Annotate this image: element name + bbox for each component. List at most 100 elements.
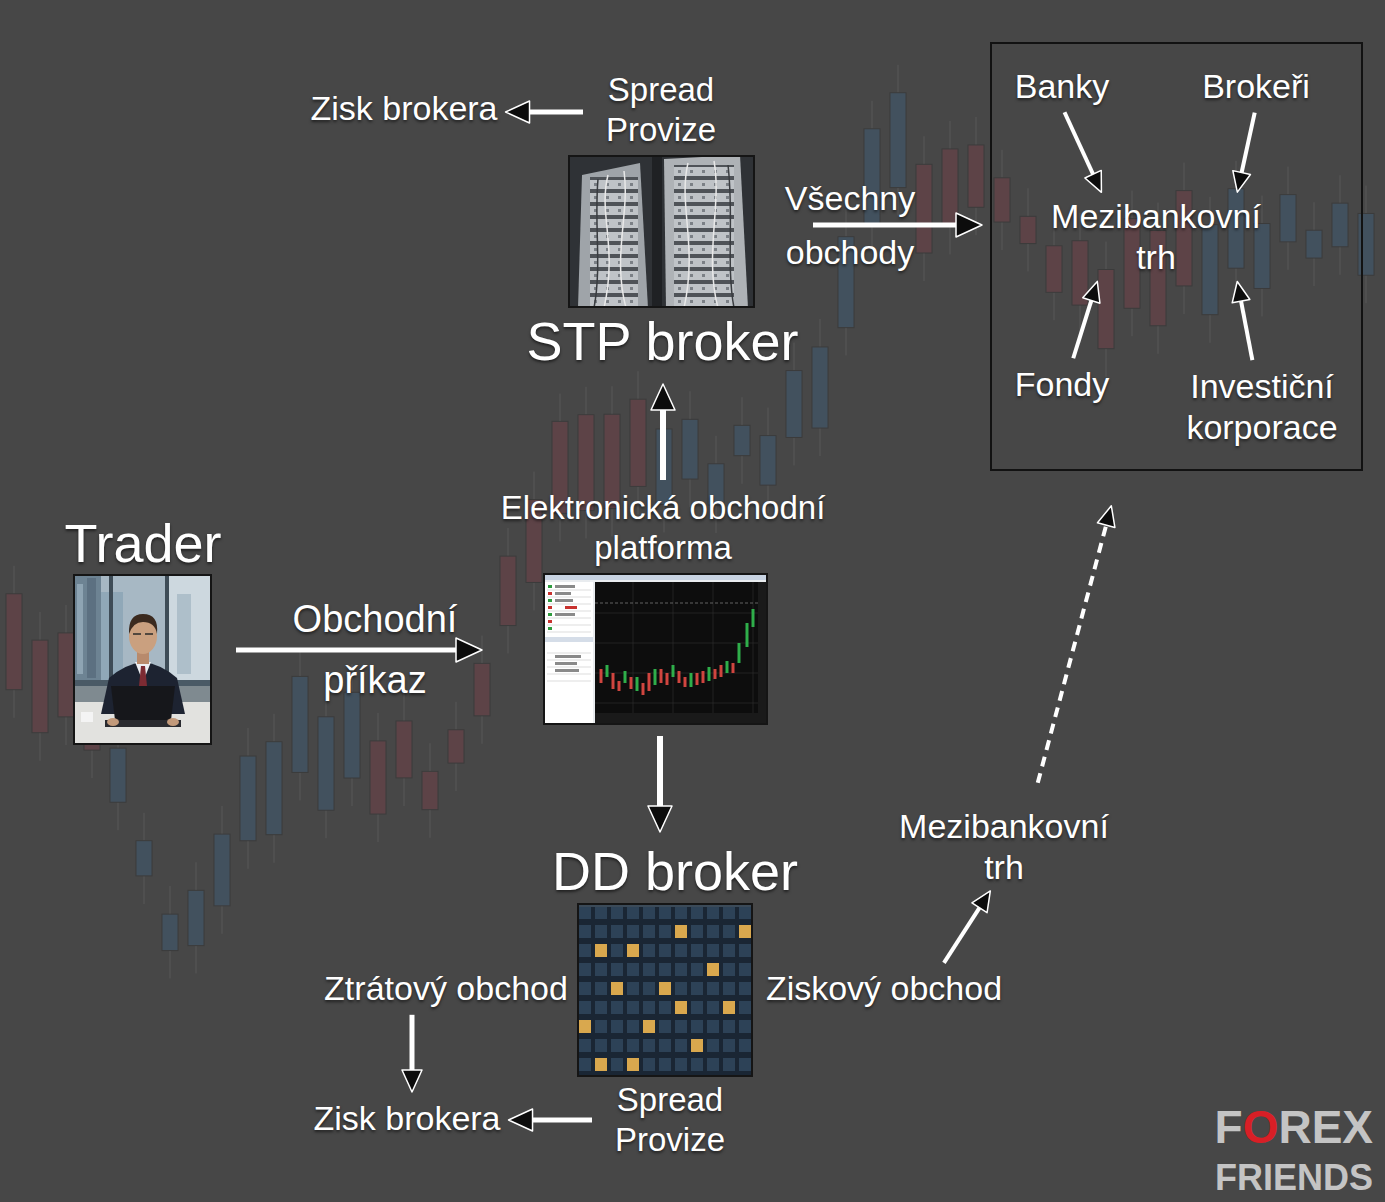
image-frame [73, 574, 212, 745]
candle-body [370, 741, 386, 814]
arrow-head [956, 213, 982, 237]
node-text: STP broker [520, 310, 805, 372]
arrow-shaft [660, 408, 666, 480]
arrow-head [1085, 170, 1102, 192]
arrow-shaft [410, 1015, 415, 1072]
node-text: Trader [58, 512, 228, 574]
candle-body [500, 556, 516, 625]
text-node: Ziskový obchod [766, 968, 1002, 1009]
candle-body [682, 419, 698, 479]
connector-arrow [1065, 112, 1102, 192]
server-rack-photo [568, 155, 755, 308]
candle-body [1358, 213, 1374, 275]
candle-body [890, 93, 906, 188]
text-node: Fondy [1015, 364, 1110, 405]
candle-body [240, 756, 256, 841]
connector-arrow [1038, 506, 1115, 783]
arrow-head [1233, 171, 1251, 192]
connector-arrow [651, 384, 675, 480]
trading-platform-screenshot [543, 573, 768, 725]
arrow-shaft [657, 736, 663, 808]
arrow-head [648, 806, 672, 832]
node-text: Mezibankovní trh [889, 806, 1119, 888]
candle-body [474, 663, 490, 715]
candle-body [344, 692, 360, 778]
market-box: Banky BrokeřiMezibankovní trhFondy Investi… [990, 42, 1363, 471]
arrow-head [506, 101, 530, 123]
candle-body [630, 399, 646, 486]
arrow-head [1097, 506, 1114, 528]
connector-arrow [1073, 281, 1100, 358]
candle-body [968, 145, 984, 207]
office-building-photo [577, 903, 753, 1077]
candle-body [266, 742, 282, 835]
candle-body [58, 633, 74, 717]
node-text: Ztrátový obchod [324, 968, 568, 1009]
image-frame [577, 903, 753, 1077]
candle-body [1020, 216, 1036, 243]
candle-body [292, 676, 308, 772]
candle-body [786, 371, 802, 438]
candle-body [214, 834, 230, 906]
image-frame [568, 155, 755, 308]
candle-body [188, 890, 204, 945]
text-node: Mezibankovní trh [1041, 196, 1271, 278]
candle-body [1280, 195, 1296, 242]
node-text: Elektronická obchodní platforma [490, 488, 836, 567]
candle-body [6, 594, 22, 690]
connector-arrow [509, 1109, 592, 1131]
watermark-box: FOREX [1215, 1104, 1373, 1150]
candle-body [812, 347, 828, 428]
candle-body [1202, 225, 1218, 315]
connector-arrow [1232, 282, 1252, 361]
candle-body [1306, 230, 1322, 258]
arrow-head [651, 384, 675, 410]
text-node: Mezibankovní trh [889, 806, 1119, 888]
connector-arrow [236, 638, 482, 662]
image-node: Trader [58, 512, 228, 748]
image-node: STP broker [520, 152, 805, 376]
arrow-shaft [528, 110, 583, 115]
text-node: Spread Provize [591, 70, 731, 149]
arrow-shaft [1065, 112, 1094, 176]
edge-label-box: Všechny obchody [775, 171, 925, 280]
node-text: Investiční korporace [1177, 366, 1347, 448]
candle-body [734, 425, 750, 455]
arrow-head [972, 891, 990, 913]
image-frame [543, 573, 768, 725]
arrow-head [1232, 282, 1250, 303]
arrow-head [509, 1109, 533, 1131]
watermark-text: FOREX [1215, 1104, 1373, 1150]
candle-body [760, 436, 776, 486]
image-node: DD broker [535, 840, 815, 1080]
text-node: Brokeři [1202, 66, 1310, 107]
edge-label: Všechny obchody [775, 171, 925, 280]
node-text: DD broker [535, 840, 815, 902]
watermark-box: FRIENDS [1215, 1160, 1373, 1196]
text-node: Banky [1015, 66, 1110, 107]
candle-body [162, 914, 178, 950]
node-text: Brokeři [1202, 66, 1310, 107]
text-node: Spread Provize [600, 1080, 740, 1159]
node-text: Zisk brokera [313, 1098, 500, 1139]
arrow-shaft [1241, 113, 1255, 175]
candle-body [396, 721, 412, 778]
arrow-head [1083, 281, 1100, 303]
accent-letter: O [1243, 1101, 1279, 1153]
candle-body [422, 771, 438, 809]
node-text: Spread Provize [591, 70, 731, 149]
edge-label: Obchodní příkaz [280, 589, 470, 711]
connector-arrow [506, 101, 583, 123]
connector-arrow [944, 891, 990, 963]
candle-body [32, 640, 48, 733]
candle-body [1098, 270, 1114, 349]
candle-body [994, 178, 1010, 222]
trader-photo [73, 574, 212, 745]
candle-body [318, 717, 334, 810]
arrow-shaft [1073, 299, 1092, 359]
arrow-head [456, 638, 482, 662]
node-text: Banky [1015, 66, 1110, 107]
connector-arrow [648, 736, 672, 832]
